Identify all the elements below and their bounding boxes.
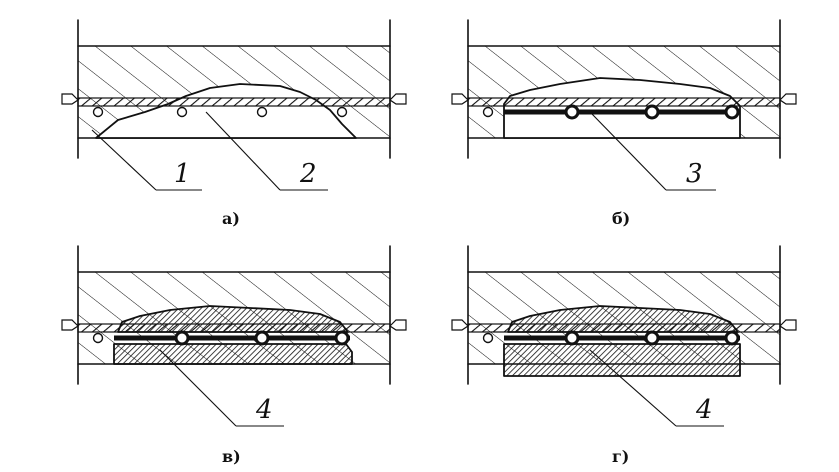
support-markers — [451, 93, 797, 105]
leader-lines — [591, 113, 716, 191]
callout-4: 4 — [255, 395, 273, 425]
rebar-layer — [467, 97, 781, 120]
leader-lines — [589, 349, 724, 427]
panel-b: 3 б) — [451, 19, 797, 228]
support-markers — [451, 319, 797, 331]
caption-v: в) — [222, 447, 241, 466]
support-markers — [61, 319, 407, 331]
caption-a: а) — [222, 209, 240, 228]
caption-g: г) — [612, 447, 629, 466]
repair-bottom-fill — [113, 343, 353, 365]
callout-1: 1 — [174, 159, 191, 189]
support-markers — [61, 93, 407, 105]
repair-bottom-fill — [503, 343, 741, 377]
rebar-layer — [467, 323, 781, 346]
callout-4: 4 — [695, 395, 713, 425]
rebar-layer — [77, 323, 391, 346]
rebar-layer — [77, 97, 391, 118]
leader-lines — [159, 349, 284, 427]
panel-v: 4 в) — [61, 245, 407, 466]
panel-a: 1 2 а) — [61, 19, 407, 228]
caption-b: б) — [612, 209, 630, 228]
leader-lines — [91, 111, 328, 191]
callout-3: 3 — [686, 159, 703, 189]
callout-2: 2 — [299, 159, 317, 189]
panel-g: 4 г) — [451, 245, 797, 466]
